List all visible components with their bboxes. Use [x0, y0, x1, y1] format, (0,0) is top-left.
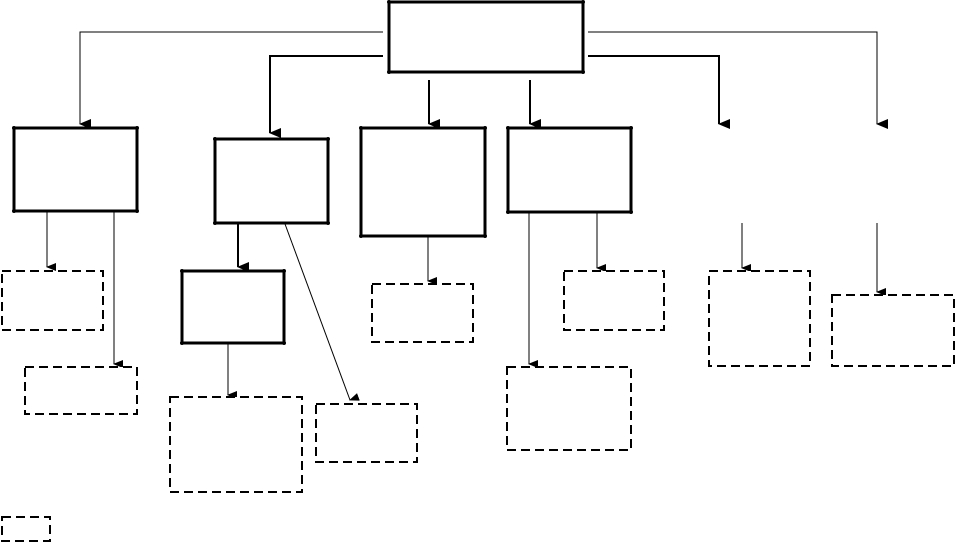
node-branch-4: [506, 126, 633, 214]
edge-root-branch-6-stub: [588, 31, 888, 129]
node-leaf-4b: [506, 366, 632, 451]
edge-group-leaves: [46, 212, 886, 401]
node-leaf-1b: [24, 366, 138, 415]
legend-dashed-swatch: [1, 516, 51, 542]
edge-branch-2-leaf-2b: [284, 223, 360, 401]
node-leaf-2b: [315, 403, 418, 463]
node-root: [387, 0, 585, 74]
node-branch-3: [359, 126, 487, 238]
node-leaf-6a: [831, 294, 955, 367]
node-leaf-4a: [563, 270, 665, 331]
node-leaf-1a: [1, 270, 104, 331]
edge-root-branch-5-stub: [588, 55, 730, 129]
node-branch-1: [12, 126, 139, 213]
edge-group-root: [79, 31, 888, 138]
node-corner-markers: [12, 0, 633, 345]
node-leaf-2a: [169, 396, 303, 493]
node-branch-2: [213, 137, 330, 225]
node-leaf-5a: [708, 270, 811, 367]
node-branch-2-child: [180, 269, 286, 345]
edge-root-branch-1: [79, 31, 383, 129]
node-leaf-3a: [371, 283, 474, 343]
edge-root-branch-2: [269, 55, 383, 138]
